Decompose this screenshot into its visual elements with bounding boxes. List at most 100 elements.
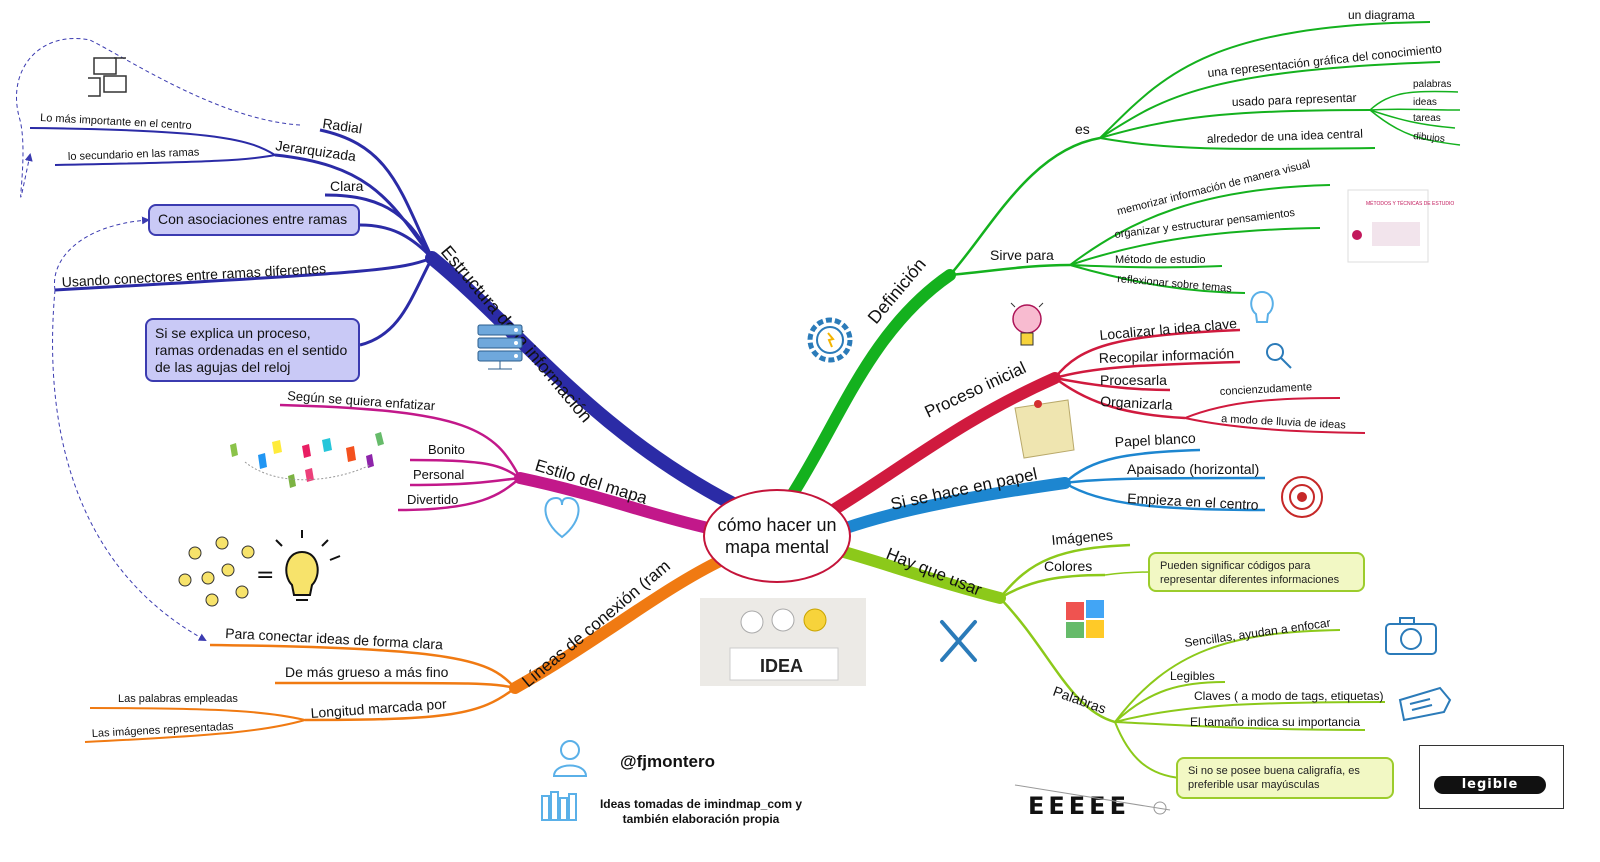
label-sencillas: Sencillas, ayudan a enfocar <box>1183 616 1331 650</box>
label-palabras-empleadas: Las palabras empleadas <box>118 693 238 705</box>
label-representacion: una representación gráfica del conocimie… <box>1207 41 1443 80</box>
asociaciones-box[interactable]: Con asociaciones entre ramas <box>148 204 360 236</box>
proceso-sub-branches <box>1054 328 1366 434</box>
label-grueso: De más grueso a más fino <box>285 664 449 680</box>
label-imagenes: Imágenes <box>1051 527 1114 548</box>
label-palabras: palabras <box>1413 79 1451 90</box>
target-icon <box>1281 476 1323 518</box>
estilo-sub-branches <box>279 403 522 512</box>
svg-text:=: = <box>256 563 274 588</box>
label-colores: Colores <box>1044 558 1092 574</box>
colores-note-box[interactable]: Pueden significar códigos para represent… <box>1148 552 1365 592</box>
lineas-title: Líneas de conexión (ram <box>518 556 674 691</box>
label-conectores: Usando conectores entre ramas diferentes <box>61 260 326 290</box>
central-topic-line2: mapa mental <box>724 537 830 557</box>
caligrafia-note-line1: Si no se posee buena caligrafía, es <box>1188 765 1360 777</box>
proceso-box[interactable]: Si se explica un proceso, ramas ordenada… <box>145 318 360 382</box>
branch-proceso <box>824 372 1061 518</box>
asociaciones-text: Con asociaciones entre ramas <box>158 211 348 227</box>
server-icon <box>477 324 523 370</box>
estructura-sub-branches <box>29 127 434 347</box>
label-jer-b: lo secundario en las ramas <box>68 146 200 163</box>
central-topic-line1: cómo hacer un <box>717 515 837 535</box>
source-line1: Ideas tomadas de imindmap_com y <box>599 797 803 811</box>
branch-lineas <box>509 554 728 694</box>
branch-papel <box>840 477 1071 534</box>
label-sirve: Sirve para <box>990 247 1054 263</box>
puzzle-icon <box>1066 600 1104 638</box>
label-radial: Radial <box>322 115 364 136</box>
proceso-line1: Si se explica un proceso, <box>155 325 311 341</box>
label-palabras-usar: Palabras <box>1051 683 1108 717</box>
bulbs-equals-idea-icon: = <box>178 530 341 607</box>
camera-icon <box>1385 617 1437 655</box>
label-personal: Personal <box>413 467 464 482</box>
label-jerarquizada: Jerarquizada <box>275 137 358 164</box>
label-bonito: Bonito <box>428 442 465 457</box>
label-organizarla: Organizarla <box>1100 393 1173 413</box>
sticky-note-icon <box>1014 399 1075 459</box>
papel-sub-branches <box>1064 448 1266 512</box>
legible-text: legible <box>1461 777 1519 792</box>
source-note: Ideas tomadas de imindmap_com y también … <box>590 797 812 827</box>
proceso-line3: de las agujas del reloj <box>155 359 291 375</box>
branch-estilo <box>514 472 714 534</box>
heart-icon <box>544 496 580 539</box>
label-centro: Empieza en el centro <box>1127 490 1259 513</box>
label-usado: usado para representar <box>1232 91 1357 109</box>
caligrafia-note-line2: preferible usar mayúsculas <box>1188 779 1320 791</box>
label-lluvia: a modo de lluvia de ideas <box>1221 413 1347 432</box>
label-divertido: Divertido <box>407 492 458 507</box>
color-strokes-illustration <box>230 432 384 488</box>
legible-image: legible <box>1419 745 1564 809</box>
label-dibujos: dibujos <box>1413 131 1446 145</box>
author-handle: @fjmontero <box>620 752 715 771</box>
label-diagrama: un diagrama <box>1348 8 1415 22</box>
label-legibles: Legibles <box>1170 669 1215 683</box>
label-reflexionar: reflexionar sobre temas <box>1117 273 1233 295</box>
eye-chart-letters: EEEEE <box>1028 792 1130 820</box>
colores-note-line1: Pueden significar códigos para <box>1160 560 1311 572</box>
proceso-line2: ramas ordenadas en el sentido <box>155 342 348 358</box>
central-topic[interactable]: cómo hacer un mapa mental <box>703 489 851 583</box>
idea-photo: IDEA <box>700 598 866 686</box>
tag-icon <box>1398 686 1452 722</box>
label-alrededor: alrededor de una idea central <box>1207 127 1364 146</box>
label-claves: Claves ( a modo de tags, etiquetas) <box>1194 689 1383 703</box>
label-blanco: Papel blanco <box>1114 430 1196 450</box>
study-methods-thumbnail: MÉTODOS Y TÉCNICAS DE ESTUDIO <box>1347 189 1454 263</box>
study-methods-thumbnail-title: MÉTODOS Y TÉCNICAS DE ESTUDIO <box>1366 200 1454 207</box>
caligrafia-note-box[interactable]: Si no se posee buena caligrafía, es pref… <box>1176 757 1394 799</box>
tools-icon <box>940 620 977 662</box>
label-recopilar: Recopilar información <box>1099 345 1235 366</box>
gear-bulb-icon <box>807 317 853 363</box>
label-localizar: Localizar la idea clave <box>1099 315 1238 343</box>
books-icon <box>541 791 577 821</box>
source-line2: también elaboración propia <box>622 812 780 826</box>
usar-sub-branches <box>999 543 1386 779</box>
label-ideas: ideas <box>1413 97 1437 108</box>
label-es: es <box>1075 121 1090 137</box>
label-tareas: tareas <box>1413 113 1441 124</box>
label-tamano: El tamaño indica su importancia <box>1190 715 1360 729</box>
lineas-sub-branches <box>84 643 516 743</box>
hands-connect-icon <box>88 57 127 97</box>
magnifier-icon <box>1266 343 1292 369</box>
label-apaisado: Apaisado (horizontal) <box>1127 461 1259 477</box>
label-procesarla: Procesarla <box>1100 372 1167 388</box>
branch-definicion <box>786 269 956 501</box>
branch-estructura <box>425 251 742 512</box>
main-branches <box>425 251 1071 694</box>
lightbulb-icon <box>1250 290 1274 323</box>
estructura-connectors <box>16 38 301 641</box>
label-metodo: Método de estudio <box>1115 254 1206 266</box>
idea-photo-label: IDEA <box>760 656 803 676</box>
brain-bulb-icon <box>1010 302 1044 346</box>
branch-usar <box>838 546 1006 604</box>
definicion-sub-branches <box>949 21 1461 294</box>
label-clara: Clara <box>330 178 364 194</box>
colores-note-line2: representar diferentes informaciones <box>1160 574 1340 586</box>
label-concienzudamente: concienzudamente <box>1220 381 1313 398</box>
eye-chart-illustration: EEEEE <box>1014 784 1171 820</box>
